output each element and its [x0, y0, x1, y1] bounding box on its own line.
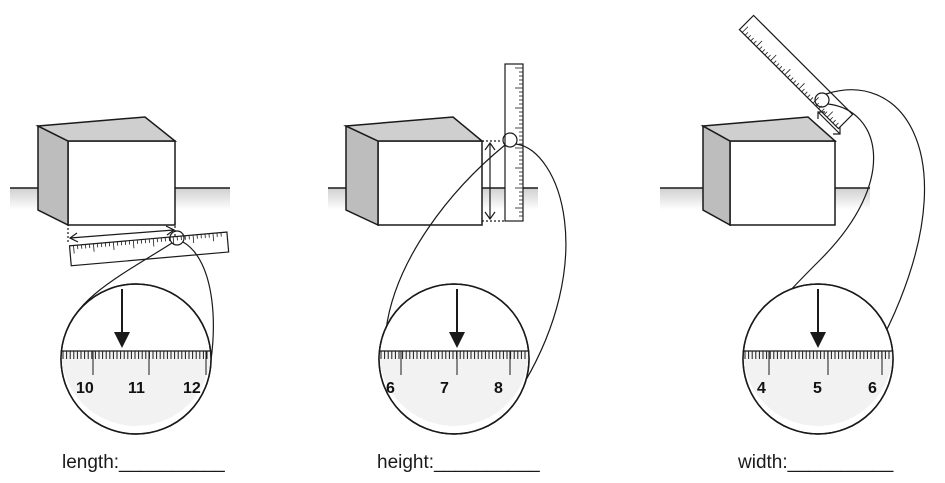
- ruler-tick: [132, 240, 135, 249]
- callout-circle: [169, 230, 185, 246]
- panel-width: 4 5 6: [660, 14, 925, 435]
- zoom-magnifier-height: 6 7 8: [378, 283, 530, 435]
- ruler-tick: [809, 97, 814, 101]
- length-answer-label: length:__________: [62, 452, 225, 474]
- ruler-tick: [795, 83, 800, 87]
- block: [700, 116, 837, 227]
- ruler-tick: [798, 83, 805, 90]
- width-answer-label: width:__________: [738, 452, 893, 474]
- scale-number: 6: [386, 380, 395, 397]
- ruler-tick: [747, 34, 752, 39]
- ruler-height: [504, 63, 524, 222]
- scale-number: 10: [76, 380, 94, 397]
- ruler-tick: [826, 111, 834, 118]
- ruler-tick: [801, 88, 805, 93]
- block-side-face: [37, 124, 69, 227]
- length-dimension-arrow: [67, 222, 176, 244]
- ruler-tick: [172, 236, 175, 245]
- zoom-magnifier-width: 4 5 6: [742, 283, 894, 435]
- answer-blank[interactable]: __________: [119, 452, 225, 473]
- ruler-tick: [775, 63, 780, 67]
- height-dimension-arrow: [482, 140, 505, 222]
- scale-number: 7: [440, 380, 449, 397]
- ruler-tick: [770, 54, 777, 61]
- block-front-face: [67, 140, 176, 226]
- ruler-tick: [750, 37, 754, 42]
- scale-number: 12: [183, 380, 201, 397]
- pointer-arrowhead: [449, 332, 465, 348]
- callout-circle: [502, 132, 518, 148]
- scale-number: 4: [757, 380, 766, 397]
- block-top-face: [35, 116, 178, 142]
- ruler-tick: [790, 77, 794, 81]
- ruler-tick: [73, 245, 75, 254]
- scale-number: 11: [128, 380, 145, 397]
- ruler-tick: [753, 40, 757, 44]
- pointer-arrowhead: [810, 332, 826, 348]
- ruler-tick: [812, 97, 819, 104]
- ruler-tick: [758, 46, 763, 50]
- scale-number: 8: [494, 380, 503, 397]
- ruler-tick: [778, 66, 783, 70]
- answer-blank[interactable]: __________: [434, 452, 540, 473]
- block: [343, 116, 485, 227]
- ruler-tick: [821, 108, 825, 112]
- ruler-tick: [787, 74, 791, 78]
- ruler-tick: [807, 94, 811, 98]
- zoom-magnifier-length: 10 11 12: [60, 283, 212, 435]
- height-answer-label: height:__________: [377, 452, 540, 474]
- ruler-tick: [212, 233, 215, 242]
- ruler-tick: [835, 122, 839, 127]
- ruler-tick: [744, 32, 749, 36]
- ruler-tick: [93, 243, 95, 252]
- ruler-tick: [773, 60, 777, 64]
- ruler-tick: [767, 54, 771, 59]
- ruler-tick: [804, 91, 808, 95]
- pointer-arrowhead: [114, 332, 130, 348]
- callout-line-left: [385, 144, 506, 331]
- ruler-width: [738, 14, 854, 130]
- width-dimension-arrow: [817, 111, 841, 135]
- ruler-tick: [192, 234, 195, 244]
- scale-number: 6: [868, 380, 877, 397]
- block-top-face: [700, 116, 837, 142]
- block-side-face: [345, 124, 379, 227]
- ruler-tick: [824, 111, 828, 115]
- callout-circle: [814, 92, 830, 108]
- ruler-tick: [764, 51, 768, 56]
- ruler-tick: [784, 68, 791, 76]
- ruler-tick: [152, 238, 155, 247]
- ruler-tick: [829, 116, 834, 121]
- ruler-tick: [761, 49, 766, 53]
- panel-height: 6 7 8: [328, 63, 567, 435]
- answer-blank[interactable]: __________: [787, 452, 894, 473]
- block-front-face: [729, 140, 836, 226]
- measure-label: width:: [738, 452, 788, 473]
- measure-label: height:: [377, 452, 435, 473]
- ruler-length: [68, 231, 230, 267]
- block-front-face: [377, 140, 483, 226]
- panel-length: 10 11 12: [10, 116, 230, 435]
- ruler-tick: [792, 80, 797, 84]
- ruler-tick: [832, 119, 836, 124]
- ruler-tick: [756, 40, 763, 47]
- ruler-tick: [112, 241, 115, 251]
- block-side-face: [702, 124, 731, 227]
- ruler-tick: [741, 26, 749, 33]
- callout-line-right: [515, 143, 567, 391]
- block: [35, 116, 178, 227]
- scale-number: 5: [813, 380, 822, 397]
- measure-label: length:: [62, 452, 120, 473]
- ruler-tick: [781, 68, 785, 73]
